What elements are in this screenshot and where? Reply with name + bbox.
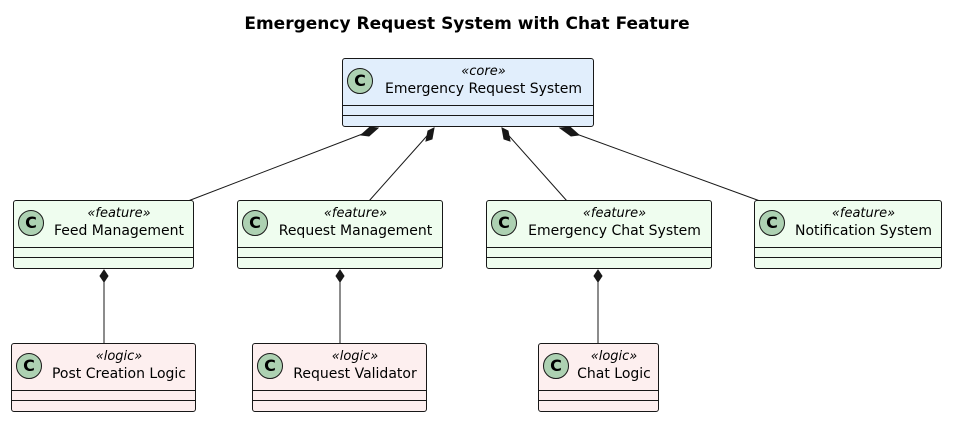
class-badge-icon: C — [257, 353, 283, 379]
class-request-validator[interactable]: C «logic» Request Validator — [252, 343, 427, 412]
methods-compartment — [539, 400, 658, 410]
methods-compartment — [253, 400, 426, 410]
class-badge-icon: C — [759, 210, 785, 236]
stereotype-label: «feature» — [582, 206, 647, 221]
class-notification-system[interactable]: C «feature» Notification System — [754, 200, 942, 269]
class-badge-icon: C — [491, 210, 517, 236]
attributes-compartment — [755, 247, 941, 257]
class-name: Emergency Chat System — [528, 223, 701, 239]
diagram-title: Emergency Request System with Chat Featu… — [244, 14, 690, 34]
composition-core-chat — [501, 127, 568, 202]
stereotype-label: «feature» — [87, 206, 151, 221]
stereotype-label: «logic» — [331, 349, 379, 364]
class-name: Emergency Request System — [385, 81, 582, 97]
class-badge-icon: C — [242, 210, 268, 236]
methods-compartment — [343, 115, 593, 125]
class-badge-icon: C — [347, 68, 373, 94]
class-name: Notification System — [795, 223, 932, 239]
composition-feed-postlogic — [99, 269, 109, 343]
attributes-compartment — [14, 247, 193, 257]
stereotype-label: «logic» — [590, 349, 638, 364]
stereotype-label: «core» — [461, 64, 506, 79]
class-emergency-chat-system[interactable]: C «feature» Emergency Chat System — [486, 200, 712, 269]
methods-compartment — [238, 257, 442, 267]
class-name: Feed Management — [53, 223, 185, 239]
stereotype-label: «feature» — [323, 206, 388, 221]
class-request-management[interactable]: C «feature» Request Management — [237, 200, 443, 269]
composition-core-notification — [558, 126, 761, 202]
class-name: Request Validator — [293, 366, 417, 382]
composition-request-validator — [335, 269, 345, 343]
attributes-compartment — [539, 390, 658, 400]
attributes-compartment — [253, 390, 426, 400]
class-post-creation-logic[interactable]: C «logic» Post Creation Logic — [11, 343, 196, 412]
class-badge-icon: C — [16, 353, 42, 379]
class-chat-logic[interactable]: C «logic» Chat Logic — [538, 343, 659, 412]
stereotype-label: «feature» — [831, 206, 896, 221]
class-emergency-request-system[interactable]: C «core» Emergency Request System — [342, 58, 594, 127]
class-name: Request Management — [278, 223, 433, 239]
class-badge-icon: C — [543, 353, 569, 379]
composition-chat-chatlogic — [593, 269, 603, 343]
methods-compartment — [14, 257, 193, 267]
attributes-compartment — [12, 390, 195, 400]
class-badge-icon: C — [18, 210, 44, 236]
methods-compartment — [487, 257, 711, 267]
composition-core-request — [368, 127, 435, 202]
attributes-compartment — [238, 247, 442, 257]
class-name: Post Creation Logic — [51, 366, 187, 382]
stereotype-label: «logic» — [95, 349, 143, 364]
attributes-compartment — [487, 247, 711, 257]
methods-compartment — [12, 400, 195, 410]
composition-core-feed — [187, 126, 380, 202]
attributes-compartment — [343, 105, 593, 115]
class-feed-management[interactable]: C «feature» Feed Management — [13, 200, 194, 269]
methods-compartment — [755, 257, 941, 267]
class-name: Chat Logic — [577, 366, 651, 382]
